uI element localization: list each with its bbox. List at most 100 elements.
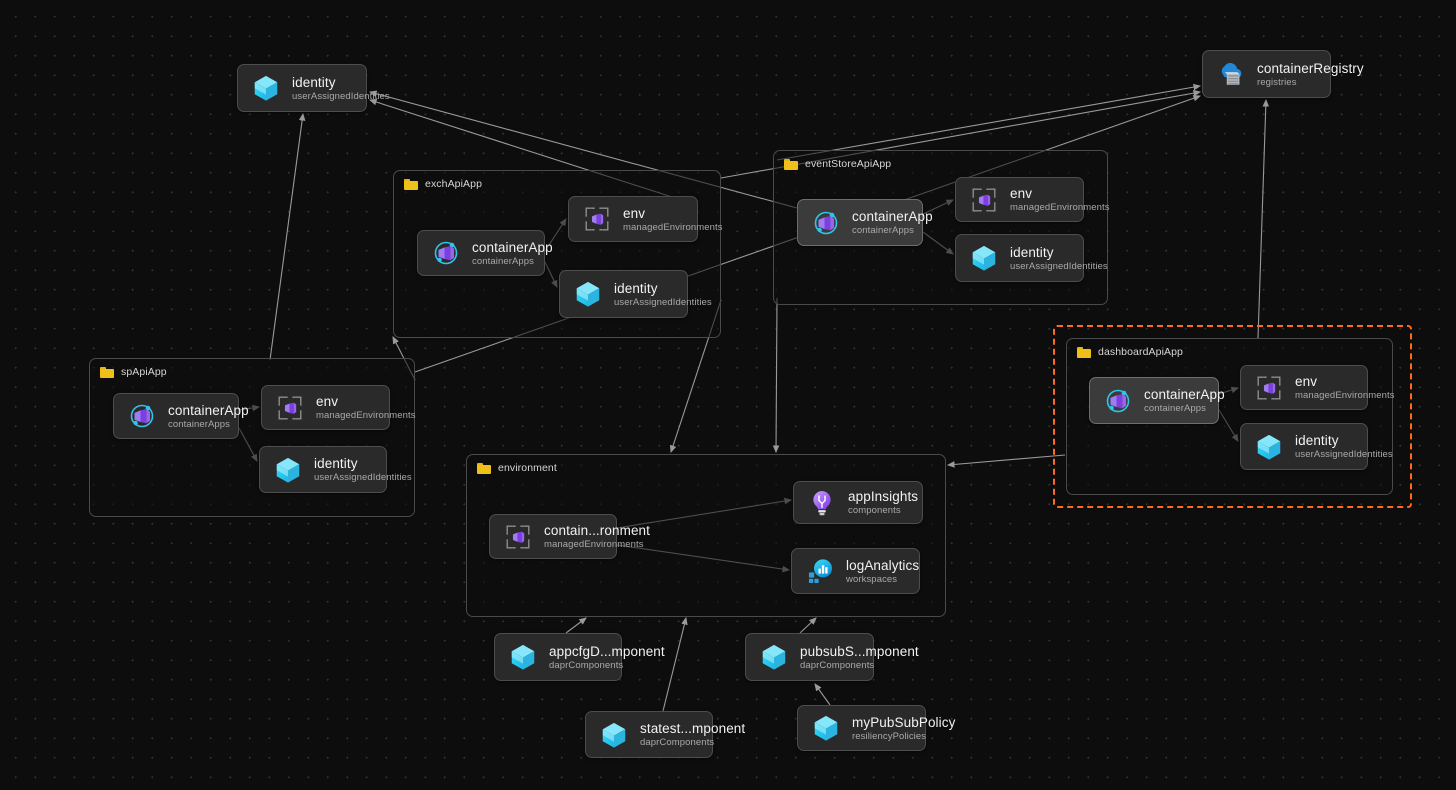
identity-cube-icon (759, 642, 789, 672)
node-title: identity (1010, 244, 1054, 260)
folder-icon (1077, 346, 1091, 358)
node-title: pubsubS...mponent (800, 643, 919, 659)
node-subtitle: userAssignedIdentities (1010, 260, 1108, 272)
container-app-icon (127, 401, 157, 431)
node-subtitle: daprComponents (640, 737, 715, 748)
edge-statestDaprComponent-to-environment (662, 616, 688, 712)
identity-cube-icon (599, 720, 629, 750)
identity-cube-icon (573, 279, 603, 309)
identity-cube-icon (811, 713, 841, 743)
node-title: statest...mponent (640, 721, 746, 736)
folder-icon (100, 366, 114, 378)
node-subtitle: registries (1257, 76, 1297, 88)
identity-cube-icon (273, 455, 303, 485)
identity-cube-icon (251, 73, 281, 103)
folder-icon (477, 462, 491, 474)
node-subtitle: workspaces (846, 573, 898, 585)
edge-dash-group-to-environment (946, 454, 1066, 468)
node-title: containerApp (852, 209, 933, 224)
node-title: containerApp (472, 239, 553, 255)
group-header: environment (477, 462, 557, 474)
node-title: myPubSubPolicy (852, 714, 956, 730)
node-subtitle: managedEnvironments (316, 410, 416, 421)
managed-env-icon (503, 522, 533, 552)
group-header: exchApiApp (404, 178, 482, 190)
node-title: identity (292, 74, 336, 90)
edge-myPubSubPolicy-to-pubsubDaprComponent (814, 683, 831, 706)
folder-icon (784, 158, 798, 170)
group-title: exchApiApp (425, 178, 483, 190)
container-app-icon (1103, 386, 1133, 416)
node-title: identity (1295, 433, 1339, 448)
node-subtitle: components (848, 505, 901, 516)
node-subtitle: userAssignedIdentities (614, 296, 712, 308)
folder-icon (404, 178, 418, 190)
node-subtitle: daprComponents (549, 659, 624, 671)
node-title: containerApp (168, 402, 249, 418)
group-header: eventStoreApiApp (784, 158, 891, 170)
node-subtitle: containerApps (472, 255, 535, 267)
edge-pubsubDaprComponent-to-environment (799, 617, 817, 634)
node-title: env (1010, 186, 1033, 201)
node-title: logAnalytics (846, 557, 920, 573)
container-app-icon (431, 238, 461, 268)
edge-event-group-to-environment (772, 297, 780, 454)
managed-env-icon (969, 185, 999, 215)
node-title: containerApp (1144, 387, 1225, 402)
node-subtitle: managedEnvironments (623, 221, 723, 233)
node-title: identity (314, 456, 358, 471)
node-title: appInsights (848, 489, 919, 504)
node-title: env (623, 205, 646, 221)
managed-env-icon (275, 393, 305, 423)
identity-cube-icon (969, 243, 999, 273)
edge-appcfgDaprComponent-to-environment (565, 617, 587, 634)
node-title: identity (614, 280, 658, 296)
node-subtitle: containerApps (168, 418, 231, 430)
node-subtitle: userAssignedIdentities (314, 472, 412, 483)
group-title: eventStoreApiApp (805, 158, 892, 170)
group-title: spApiApp (121, 366, 167, 378)
node-title: appcfgD...mponent (549, 643, 665, 659)
container-registry-icon (1216, 59, 1246, 89)
identity-cube-icon (508, 642, 538, 672)
node-subtitle: resiliencyPolicies (852, 730, 927, 742)
